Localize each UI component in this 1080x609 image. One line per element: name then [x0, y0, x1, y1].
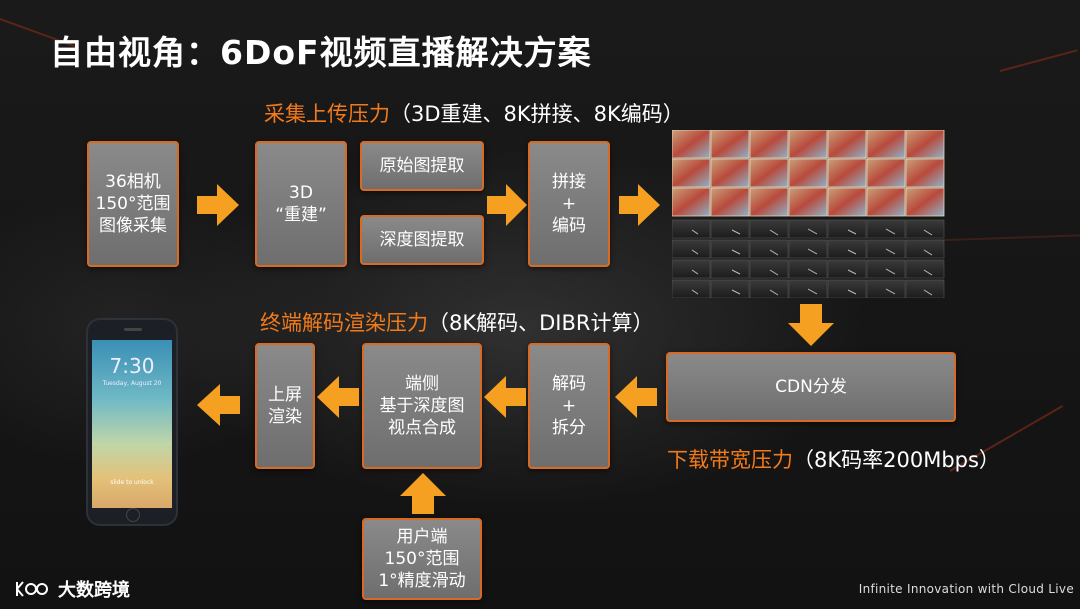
user-end-label: 用户端 150°范围 1°精度滑动	[378, 527, 466, 591]
screen-render-box: 上屏 渲染	[255, 343, 315, 469]
user-end-box: 用户端 150°范围 1°精度滑动	[362, 518, 482, 600]
original-frames	[671, 129, 945, 217]
endpoint-synthesis-box: 端侧 基于深度图 视点合成	[362, 343, 482, 469]
phone-time: 7:30	[109, 354, 155, 378]
stitched-frames-mosaic	[671, 129, 948, 299]
screen-render-label: 上屏 渲染	[268, 385, 302, 427]
endpoint-synthesis-label: 端侧 基于深度图 视点合成	[379, 374, 465, 438]
depth-extract-box: 深度图提取	[360, 215, 484, 265]
original-extract-label: 原始图提取	[379, 156, 465, 176]
phone-unlock-text: slide to unlock	[110, 479, 154, 486]
stitch-encode-box: 拼接 + 编码	[528, 141, 610, 267]
footer-tagline: Infinite Innovation with Cloud Live	[858, 582, 1074, 596]
camera-capture-box: 36相机 150°范围 图像采集	[87, 141, 179, 267]
cdn-label: CDN分发	[775, 377, 847, 397]
depth-extract-label: 深度图提取	[379, 230, 465, 250]
arrow-down-icon	[788, 304, 834, 346]
capture-pressure-label: 采集上传压力	[264, 102, 390, 126]
reconstruct-box: 3D “重建”	[255, 141, 347, 267]
depth-frames	[671, 219, 945, 299]
arrow-left-icon	[484, 376, 526, 418]
download-pressure-label: 下载带宽压力	[667, 448, 793, 472]
brand-logo-text: 大数跨境	[58, 580, 130, 601]
reconstruct-label: 3D “重建”	[275, 183, 327, 225]
depth-figures	[691, 228, 933, 296]
arrow-left-icon	[197, 384, 240, 426]
decode-split-box: 解码 + 拆分	[528, 343, 610, 469]
phone-illustration: 7:30 Tuesday, August 20 slide to unlock	[86, 318, 178, 526]
original-extract-box: 原始图提取	[360, 141, 484, 191]
arrow-right-icon	[197, 184, 239, 226]
arrow-right-icon	[487, 184, 527, 226]
arrow-right-icon	[619, 184, 660, 226]
arrow-up-icon	[400, 473, 446, 514]
slide-title: 自由视角：6DoF视频直播解决方案	[50, 33, 592, 72]
brand-logo: 大数跨境	[14, 576, 130, 602]
arrow-left-icon	[615, 376, 657, 418]
brand-logo-icon	[16, 581, 48, 597]
decode-split-label: 解码 + 拆分	[552, 374, 586, 438]
phone-date: Tuesday, August 20	[102, 380, 162, 387]
terminal-pressure-detail: （8K解码、DIBR计算）	[428, 311, 654, 335]
stitch-encode-label: 拼接 + 编码	[552, 172, 586, 236]
cdn-box: CDN分发	[666, 352, 956, 422]
download-pressure-heading: 下载带宽压力（8K码率200Mbps）	[667, 444, 1000, 474]
phone-speaker	[124, 328, 142, 331]
terminal-pressure-heading: 终端解码渲染压力（8K解码、DIBR计算）	[260, 307, 654, 337]
capture-pressure-detail: （3D重建、8K拼接、8K编码）	[390, 102, 684, 126]
terminal-pressure-label: 终端解码渲染压力	[260, 311, 428, 335]
camera-capture-label: 36相机 150°范围 图像采集	[95, 172, 171, 236]
capture-pressure-heading: 采集上传压力（3D重建、8K拼接、8K编码）	[264, 98, 684, 128]
phone-home-button	[126, 508, 140, 522]
phone-screen: 7:30 Tuesday, August 20 slide to unlock	[92, 340, 172, 508]
mosaic-grid	[671, 129, 945, 299]
arrow-left-icon	[317, 376, 359, 418]
download-pressure-detail: （8K码率200Mbps）	[793, 448, 1000, 472]
